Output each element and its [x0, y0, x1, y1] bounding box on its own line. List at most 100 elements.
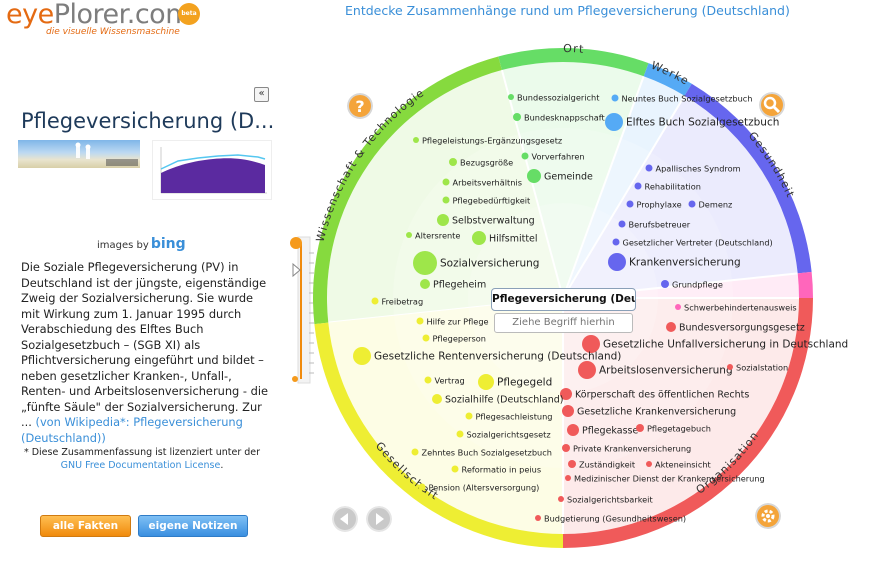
topic-node-dot[interactable]: [688, 200, 696, 208]
topic-node-label[interactable]: Prophylaxe: [637, 200, 682, 210]
topic-node-label[interactable]: Arbeitslosenversicherung: [599, 365, 733, 377]
topic-node-dot[interactable]: [661, 280, 669, 288]
topic-node[interactable]: Bundesversorgungsgesetz: [666, 322, 805, 334]
category-ring-segment[interactable]: [684, 83, 812, 274]
topic-node-label[interactable]: Vorverfahren: [532, 152, 585, 162]
slider-pointer-icon[interactable]: [292, 262, 301, 278]
topic-node-dot[interactable]: [634, 182, 642, 190]
topic-node-label[interactable]: Zuständigkeit: [579, 460, 636, 470]
topic-node[interactable]: Pflegeperson: [422, 334, 486, 344]
topic-node-label[interactable]: Pflegetagebuch: [647, 424, 711, 434]
topic-node-dot[interactable]: [521, 152, 529, 160]
topic-node[interactable]: Reformatio in peius: [451, 465, 542, 475]
topic-node-dot[interactable]: [562, 444, 570, 452]
topic-node-dot[interactable]: [666, 322, 676, 332]
topic-node[interactable]: Pflegeheim: [420, 279, 486, 291]
topic-node-dot[interactable]: [508, 94, 514, 100]
topic-node-label[interactable]: Budgetierung (Gesundheitswesen): [544, 514, 686, 524]
topic-node[interactable]: Körperschaft des öffentlichen Rechts: [560, 388, 749, 401]
topic-node[interactable]: Vertrag: [424, 376, 465, 386]
topic-node[interactable]: Gemeinde: [527, 169, 593, 183]
topic-node-dot[interactable]: [558, 496, 564, 502]
topic-node-label[interactable]: Bundesversorgungsgesetz: [679, 323, 805, 334]
topic-node-dot[interactable]: [626, 200, 634, 208]
topic-node-dot[interactable]: [456, 430, 464, 438]
topic-node[interactable]: Prophylaxe: [626, 200, 682, 210]
topic-node[interactable]: Elftes Buch Sozialgesetzbuch: [605, 113, 779, 131]
topic-node[interactable]: Pension (Altersversorgung): [418, 483, 540, 493]
topic-node-label[interactable]: Elftes Buch Sozialgesetzbuch: [626, 117, 779, 129]
topic-node[interactable]: Sozialstation: [727, 363, 788, 373]
topic-node-dot[interactable]: [568, 460, 576, 468]
category-ring-segment[interactable]: [498, 47, 649, 77]
category-ring-segment[interactable]: [797, 271, 813, 298]
topic-node[interactable]: Hilfe zur Pflege: [416, 317, 489, 327]
topic-nodes[interactable]: Pflegeleistungs-ErgänzungsgesetzBezugsgr…: [353, 93, 848, 524]
topic-node[interactable]: Akteneinsicht: [646, 460, 712, 470]
chart-image-thumbnail[interactable]: [152, 140, 272, 200]
topic-node-label[interactable]: Demenz: [699, 200, 733, 210]
topic-node[interactable]: Pflegetagebuch: [636, 424, 711, 434]
topic-node-label[interactable]: Freibetrag: [382, 297, 424, 307]
wikipedia-source-link[interactable]: (von Wikipedia*: Pflegeversicherung (Deu…: [21, 415, 243, 445]
topic-node-label[interactable]: Hilfe zur Pflege: [427, 317, 489, 327]
topic-node-label[interactable]: Gesetzliche Krankenversicherung: [577, 407, 736, 418]
topic-node-label[interactable]: Gesetzlicher Vertreter (Deutschland): [623, 238, 773, 248]
topic-node-label[interactable]: Selbstverwaltung: [452, 216, 535, 227]
topic-node[interactable]: Sozialversicherung: [413, 251, 539, 275]
topic-node-dot[interactable]: [560, 388, 572, 400]
topic-node-label[interactable]: Pension (Altersversorgung): [429, 483, 540, 493]
topic-node-dot[interactable]: [527, 169, 541, 183]
topic-node[interactable]: Freibetrag: [371, 297, 424, 307]
topic-node-label[interactable]: Medizinischer Dienst der Krankenversiche…: [574, 474, 765, 484]
topic-node-dot[interactable]: [353, 347, 371, 365]
topic-node-label[interactable]: Private Krankenversicherung: [573, 444, 691, 454]
topic-node-dot[interactable]: [612, 238, 620, 246]
topic-node-dot[interactable]: [422, 334, 430, 342]
topic-node-label[interactable]: Zehntes Buch Sozialgesetzbuch: [422, 448, 552, 458]
topic-node[interactable]: Demenz: [688, 200, 733, 210]
topic-node[interactable]: Gesetzliche Rentenversicherung (Deutschl…: [353, 347, 621, 365]
topic-node-label[interactable]: Neuntes Buch Sozialgesetzbuch: [622, 94, 753, 104]
topic-node-dot[interactable]: [618, 220, 626, 228]
category-ring-segment[interactable]: [313, 56, 502, 325]
topic-node-label[interactable]: Hilfsmittel: [489, 234, 538, 245]
topic-node-label[interactable]: Gesetzliche Rentenversicherung (Deutschl…: [374, 351, 621, 363]
center-term[interactable]: Pflegeversicherung (Deutschland): [491, 288, 636, 311]
zoom-slider[interactable]: [287, 233, 321, 388]
topic-node-label[interactable]: Akteneinsicht: [655, 460, 712, 470]
topic-node-label[interactable]: Vertrag: [435, 376, 465, 386]
back-arrow-icon[interactable]: [332, 506, 358, 532]
topic-node[interactable]: Sozialhilfe (Deutschland): [432, 394, 563, 406]
topic-node[interactable]: Medizinischer Dienst der Krankenversiche…: [565, 474, 765, 484]
topic-node[interactable]: Rehabilitation: [634, 182, 702, 192]
topic-node-label[interactable]: Sozialhilfe (Deutschland): [445, 395, 563, 406]
topic-node[interactable]: Gesetzlicher Vertreter (Deutschland): [612, 238, 773, 248]
all-facts-button[interactable]: alle Fakten: [40, 515, 131, 537]
topic-node-dot[interactable]: [636, 424, 644, 432]
gfdl-license-link[interactable]: GNU Free Documentation License: [60, 460, 221, 471]
help-question-icon[interactable]: ?: [347, 93, 373, 119]
topic-node-dot[interactable]: [424, 376, 432, 384]
topic-node-label[interactable]: Sozialgerichtsbarkeit: [567, 495, 653, 505]
topic-node-dot[interactable]: [646, 461, 652, 467]
topic-node-label[interactable]: Bundessozialgericht: [517, 93, 600, 103]
topic-node-label[interactable]: Sozialstation: [736, 363, 788, 373]
topic-node-dot[interactable]: [418, 483, 426, 491]
topic-node-dot[interactable]: [535, 515, 541, 521]
topic-node[interactable]: Selbstverwaltung: [437, 214, 535, 227]
forward-arrow-icon[interactable]: [366, 506, 392, 532]
topic-node-dot[interactable]: [611, 94, 619, 102]
topic-node[interactable]: Zuständigkeit: [568, 460, 636, 470]
topic-node-label[interactable]: Apallisches Syndrom: [656, 164, 741, 174]
topic-node[interactable]: Gesetzliche Krankenversicherung: [562, 405, 736, 418]
topic-node[interactable]: Grundpflege: [661, 280, 723, 290]
topic-node-dot[interactable]: [432, 394, 442, 404]
slider-knob[interactable]: [290, 237, 302, 249]
topic-node-dot[interactable]: [449, 158, 457, 166]
topic-node[interactable]: Altersrente: [406, 231, 460, 241]
topic-node-label[interactable]: Pflegeleistungs-Ergänzungsgesetz: [422, 136, 562, 146]
category-label[interactable]: Ort: [563, 42, 585, 56]
